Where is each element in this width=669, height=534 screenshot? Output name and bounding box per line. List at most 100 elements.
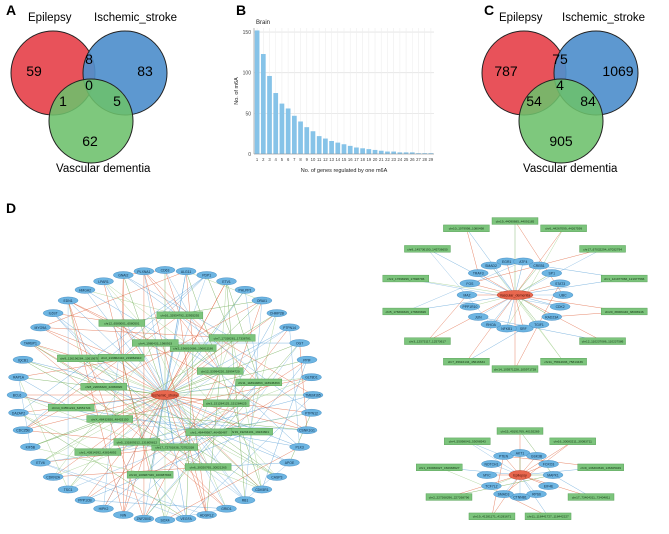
site-node-label: chr5_176669326_176669826 — [386, 310, 427, 314]
network-edge — [514, 265, 540, 296]
site-node-label: chr2_196810686_196811186 — [173, 346, 213, 350]
bar — [416, 153, 421, 154]
gene-node-label: FOXO3 — [543, 463, 555, 467]
x-tick-label: 20 — [373, 157, 378, 162]
gene-node — [30, 458, 51, 467]
gene-node — [538, 460, 559, 468]
gene-node — [296, 355, 318, 364]
site-node — [540, 224, 587, 232]
gene-node-label: SMAD2 — [485, 264, 497, 268]
gene-node — [6, 391, 28, 399]
x-tick-label: 13 — [329, 157, 334, 162]
x-tick-label: 9 — [306, 157, 309, 162]
network-edge — [143, 394, 166, 519]
network-edge — [80, 358, 277, 478]
network-edge — [164, 394, 246, 501]
site-node-label: chr14_105971228_105971728 — [494, 367, 536, 371]
x-tick-label: 1 — [256, 157, 259, 162]
gene-node — [30, 323, 51, 332]
site-node-label: chr10_100987346_100987846 — [129, 473, 171, 477]
site-node-label: chr4_1980433_1980933 — [139, 341, 173, 345]
network-edge — [514, 294, 540, 325]
bar — [378, 150, 384, 154]
network-edge — [18, 377, 72, 408]
y-tick-label: 150 — [243, 30, 252, 36]
x-tick-label: 18 — [360, 157, 365, 162]
y-tick-label: 0 — [248, 152, 251, 158]
venn-c-count-epi-only: 787 — [494, 63, 518, 79]
network-edge — [71, 407, 308, 431]
gene-node — [528, 320, 550, 329]
x-tick-label: 8 — [299, 157, 302, 162]
venn-a-count-epi-only: 59 — [26, 63, 42, 79]
gene-node — [57, 485, 79, 494]
network-edge — [53, 394, 166, 478]
site-node-label: chr4_55098043_55098543 — [449, 440, 486, 444]
gene-node — [216, 277, 237, 286]
bar — [409, 152, 415, 154]
x-tick-label: 22 — [385, 157, 390, 162]
site-node-label: chr2_17698296_17698796 — [387, 277, 424, 281]
venn-diagram-c: 787 1069 905 75 54 84 4 — [481, 30, 639, 164]
network-edge — [220, 281, 227, 372]
gene-node — [526, 490, 547, 498]
site-node — [443, 358, 490, 366]
network-edge — [244, 462, 290, 501]
gene-node — [279, 458, 300, 467]
site-node-label: chr5_131809312_131809812 — [117, 440, 158, 444]
site-node — [203, 399, 250, 407]
network-edge — [84, 431, 250, 501]
venn-c-count-dem-only: 905 — [549, 133, 573, 149]
bar — [366, 149, 372, 154]
gene-node-label: ALG11 — [181, 270, 191, 274]
gene-node — [196, 511, 217, 519]
network-edge — [226, 281, 260, 383]
gene-node — [296, 426, 318, 435]
site-node — [47, 404, 95, 412]
y-axis-title: No. of m6A — [234, 77, 240, 105]
x-tick-label: 28 — [422, 157, 427, 162]
gene-node — [480, 320, 502, 329]
gene-node-label: PLK3 — [295, 445, 303, 449]
gene-node-label: UBC — [559, 294, 567, 298]
gene-node-label: FOS — [466, 282, 474, 286]
x-tick-label: 16 — [348, 157, 353, 162]
venn-a-count-dem-only: 62 — [82, 133, 98, 149]
gene-node — [8, 408, 29, 417]
gene-node-label: PTEN — [499, 454, 509, 458]
gene-node — [541, 269, 562, 277]
x-tick-label: 4 — [275, 157, 278, 162]
site-node-label: chr20_38006446_38006946 — [605, 310, 644, 314]
venn-diagram-a: 59 83 62 8 1 5 0 — [10, 30, 168, 164]
site-node-label: chr8_145736150_145736650 — [407, 247, 448, 251]
network-edge — [506, 294, 516, 329]
gene-node-label: RB1 — [242, 499, 249, 503]
network-edge — [467, 441, 521, 476]
site-node — [600, 307, 648, 316]
bar — [260, 54, 266, 154]
y-tick-label: 50 — [245, 111, 251, 117]
network-edge — [143, 271, 166, 396]
site-node — [491, 365, 539, 373]
gene-node-label: IQCB1 — [18, 358, 28, 362]
site-node — [156, 311, 204, 319]
site-node-label: chrX_48432650_48433150 — [91, 417, 129, 421]
panel-a-letter: A — [6, 2, 17, 18]
site-node — [98, 319, 146, 327]
site-node-label: chr11_118441727_118442227 — [527, 515, 569, 519]
bar — [422, 153, 428, 154]
hub-node — [508, 470, 532, 480]
site-node — [567, 493, 615, 501]
gene-node-label: RHOA — [486, 323, 497, 327]
bar — [347, 145, 353, 154]
network-edge — [18, 412, 98, 453]
panel-d-letter: D — [6, 200, 17, 216]
gene-node — [234, 496, 256, 504]
gene-node — [12, 355, 34, 364]
network-edge — [427, 294, 468, 342]
site-node-label: chr2_219862410_219862910 — [101, 356, 142, 360]
gene-node-label: DAZAP2 — [12, 411, 25, 415]
network-edge — [67, 300, 166, 396]
site-node-label: chr9_136196284_136196784 — [60, 357, 101, 361]
site-node-label: chr6_44267099_44267599 — [545, 227, 582, 231]
